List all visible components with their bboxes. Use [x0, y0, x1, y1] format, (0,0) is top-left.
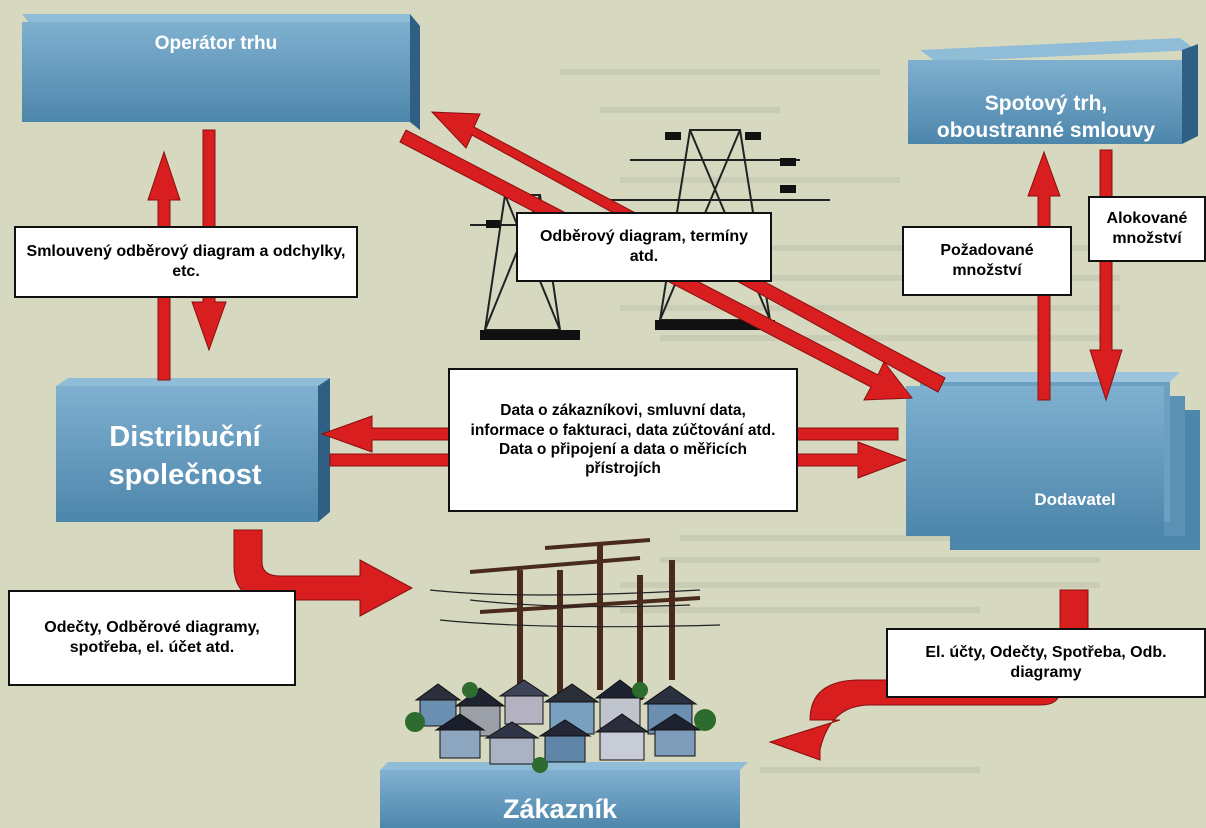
supplier-box-shape [906, 372, 1200, 550]
consumption-diagram-label: Odběrový diagram, termíny atd. [516, 212, 772, 282]
customer-box-shape [380, 762, 748, 828]
supplier-node: Dodavatel [1034, 490, 1116, 509]
customer-node: Zákazník [502, 793, 618, 824]
customer-data-label: Data o zákazníkovi, smluvní data, inform… [448, 368, 798, 512]
background-document-lines [560, 69, 1120, 773]
required-quantity-label: Požadované množství [902, 226, 1072, 296]
readings-left-label: Odečty, Odběrové diagramy, spotřeba, el.… [8, 590, 296, 686]
utility-poles-icon [429, 538, 721, 700]
allocated-quantity-label: Alokované množství [1088, 196, 1206, 262]
contract-diagram-label: Smlouvený odběrový diagram a odchylky, e… [14, 226, 358, 298]
spot-market-node: Spotový trh, oboustranné smlouvy [936, 91, 1156, 142]
distribution-node: Distribuční společnost [108, 421, 262, 491]
distribution-box-shape [56, 378, 330, 522]
arrow-spot-to-supplier [1089, 149, 1123, 402]
spot-box-shape [908, 38, 1198, 144]
operator-box-shape [22, 14, 420, 130]
houses-icon [405, 679, 716, 773]
readings-right-label: El. účty, Odečty, Spotřeba, Odb. diagram… [886, 628, 1206, 698]
operator-node: Operátor trhu [154, 33, 278, 54]
